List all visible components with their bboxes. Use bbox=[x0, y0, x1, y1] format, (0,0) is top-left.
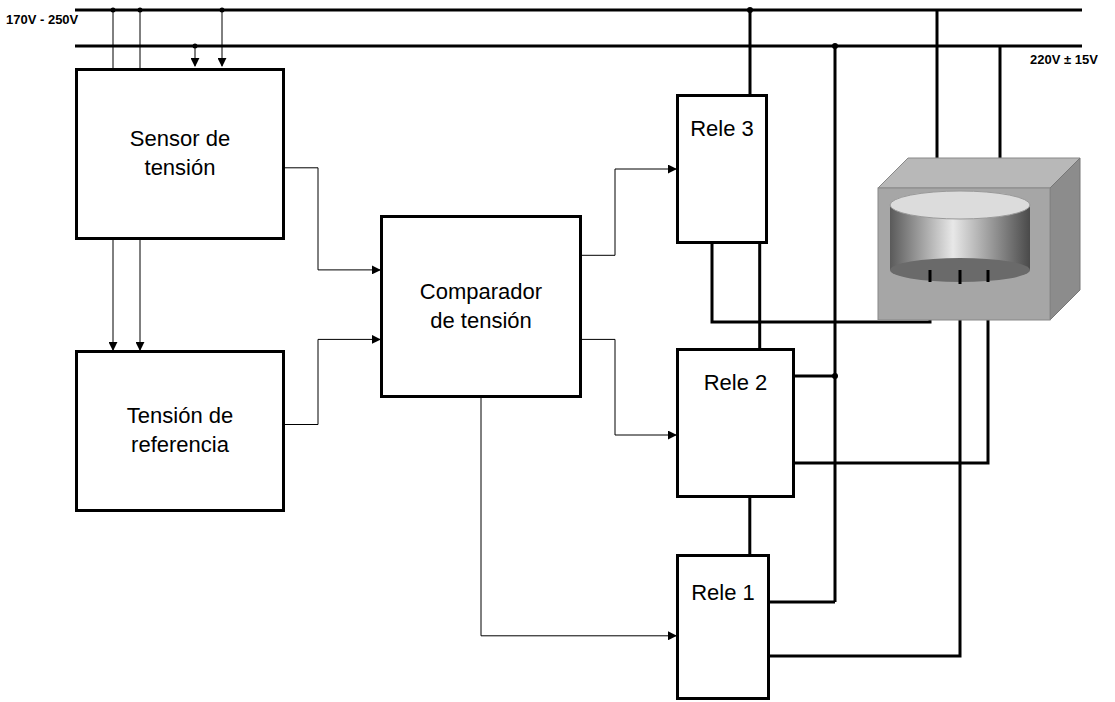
box-label: Rele 3 bbox=[690, 115, 754, 144]
comparator-box: Comparador de tensión bbox=[380, 215, 582, 398]
transformer bbox=[878, 158, 1080, 320]
input-voltage-label: 170V - 250V bbox=[4, 12, 80, 27]
box-label: Sensor de tensión bbox=[105, 125, 255, 182]
signal-arrow bbox=[285, 339, 380, 424]
box-label: Tensión de referencia bbox=[105, 402, 255, 459]
signal-arrow bbox=[582, 339, 676, 435]
relay-box: Rele 2 bbox=[676, 348, 795, 498]
relay-link bbox=[758, 244, 761, 348]
relay-box: Rele 1 bbox=[676, 554, 770, 700]
relay-box: Rele 3 bbox=[676, 94, 768, 244]
relay-link bbox=[748, 498, 751, 554]
signal-arrow bbox=[285, 168, 380, 270]
signal-arrow bbox=[113, 240, 114, 350]
sensor-box: Sensor de tensión bbox=[75, 68, 285, 240]
box-label: Rele 2 bbox=[704, 369, 768, 398]
signal-arrow bbox=[582, 169, 676, 255]
reference-box: Tensión de referencia bbox=[75, 350, 285, 512]
box-label: Comparador de tensión bbox=[406, 278, 556, 335]
output-voltage-label: 220V ± 15V bbox=[1028, 52, 1100, 67]
signal-arrow bbox=[481, 398, 676, 636]
box-label: Rele 1 bbox=[691, 579, 755, 608]
signal-arrow bbox=[140, 240, 141, 350]
